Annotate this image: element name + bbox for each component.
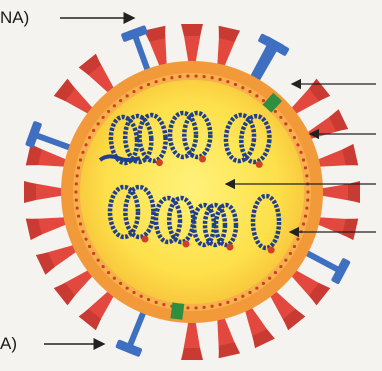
m2-ion-channel-icon (170, 302, 184, 319)
lipid-dot (211, 305, 214, 308)
lipid-dot (107, 110, 110, 113)
lipid-dot (289, 252, 292, 255)
lipid-dot (284, 122, 287, 125)
lipid-dot (255, 94, 258, 97)
hemagglutinin-spike-icon (24, 181, 66, 203)
lipid-dot (284, 259, 287, 262)
lipid-dot (289, 129, 292, 132)
lipid-dot (203, 75, 206, 78)
lipid-dot (155, 301, 158, 304)
lipid-dot (293, 136, 296, 139)
lipid-dot (241, 86, 244, 89)
hemagglutinin-spike-icon (181, 24, 203, 66)
lipid-dot (234, 298, 237, 301)
lipid-dot (102, 116, 105, 119)
hemagglutinin-spike-icon (181, 318, 203, 360)
lipid-dot (76, 207, 79, 210)
lipid-dot (126, 94, 129, 97)
lipid-dot (274, 271, 277, 274)
lipid-dot (84, 238, 87, 241)
polymerase-dot (199, 156, 206, 163)
lipid-dot (302, 158, 305, 161)
lipid-dot (92, 252, 95, 255)
lipid-dot (241, 295, 244, 298)
lipid-dot (147, 83, 150, 86)
lipid-dot (248, 90, 251, 93)
lipid-dot (293, 245, 296, 248)
lipid-dot (279, 265, 282, 268)
lipid-dot (226, 301, 229, 304)
lipid-dot (302, 222, 305, 225)
lipid-dot (102, 265, 105, 268)
lipid-dot (76, 174, 79, 177)
lipid-dot (113, 104, 116, 107)
lipid-dot (74, 190, 77, 193)
lipid-dot (194, 306, 197, 309)
lipid-dot (211, 76, 214, 79)
lipid-dot (97, 122, 100, 125)
lipid-dot (84, 143, 87, 146)
lipid-dot (178, 75, 181, 78)
lipid-dot (186, 306, 189, 309)
lipid-dot (79, 222, 82, 225)
polymerase-dot (183, 241, 190, 248)
lipid-dot (186, 74, 189, 77)
lipid-dot (132, 291, 135, 294)
lipid-dot (305, 207, 308, 210)
lipid-dot (194, 74, 197, 77)
lipid-dot (274, 110, 277, 113)
lipid-dot (140, 295, 143, 298)
lipid-dot (304, 215, 307, 218)
lipid-dot (234, 83, 237, 86)
lipid-dot (279, 116, 282, 119)
neuraminidase-label: NA) (0, 9, 29, 26)
lipid-dot (218, 78, 221, 81)
lipid-dot (81, 151, 84, 154)
lipid-dot (75, 182, 78, 185)
lipid-dot (268, 277, 271, 280)
polymerase-dot (142, 236, 149, 243)
lipid-dot (248, 291, 251, 294)
lipid-dot (132, 90, 135, 93)
lipid-dot (262, 99, 265, 102)
lipid-dot (113, 277, 116, 280)
lipid-dot (92, 129, 95, 132)
lipid-dot (97, 259, 100, 262)
lipid-dot (304, 166, 307, 169)
lipid-dot (162, 78, 165, 81)
lipid-dot (305, 174, 308, 177)
polymerase-dot (227, 244, 234, 251)
lipid-dot (147, 298, 150, 301)
lipid-dot (119, 99, 122, 102)
lipid-dot (296, 238, 299, 241)
lipid-dot (255, 287, 258, 290)
lipid-dot (155, 80, 158, 83)
lipid-dot (140, 86, 143, 89)
lipid-dot (262, 282, 265, 285)
lipid-dot (81, 230, 84, 233)
polymerase-dot (268, 247, 275, 254)
hemagglutinin-label: A) (0, 335, 17, 352)
lipid-dot (107, 271, 110, 274)
lipid-dot (306, 198, 309, 201)
lipid-dot (77, 215, 80, 218)
lipid-dot (77, 166, 80, 169)
lipid-dot (88, 136, 91, 139)
lipid-dot (75, 198, 78, 201)
lipid-dot (170, 76, 173, 79)
lipid-dot (79, 158, 82, 161)
lipid-dot (126, 287, 129, 290)
lipid-dot (218, 303, 221, 306)
lipid-dot (296, 143, 299, 146)
lipid-dot (203, 306, 206, 309)
lipid-dot (299, 151, 302, 154)
lipid-dot (119, 282, 122, 285)
lipid-dot (226, 80, 229, 83)
lipid-dot (88, 245, 91, 248)
lipid-dot (162, 303, 165, 306)
lipid-dot (306, 190, 309, 193)
